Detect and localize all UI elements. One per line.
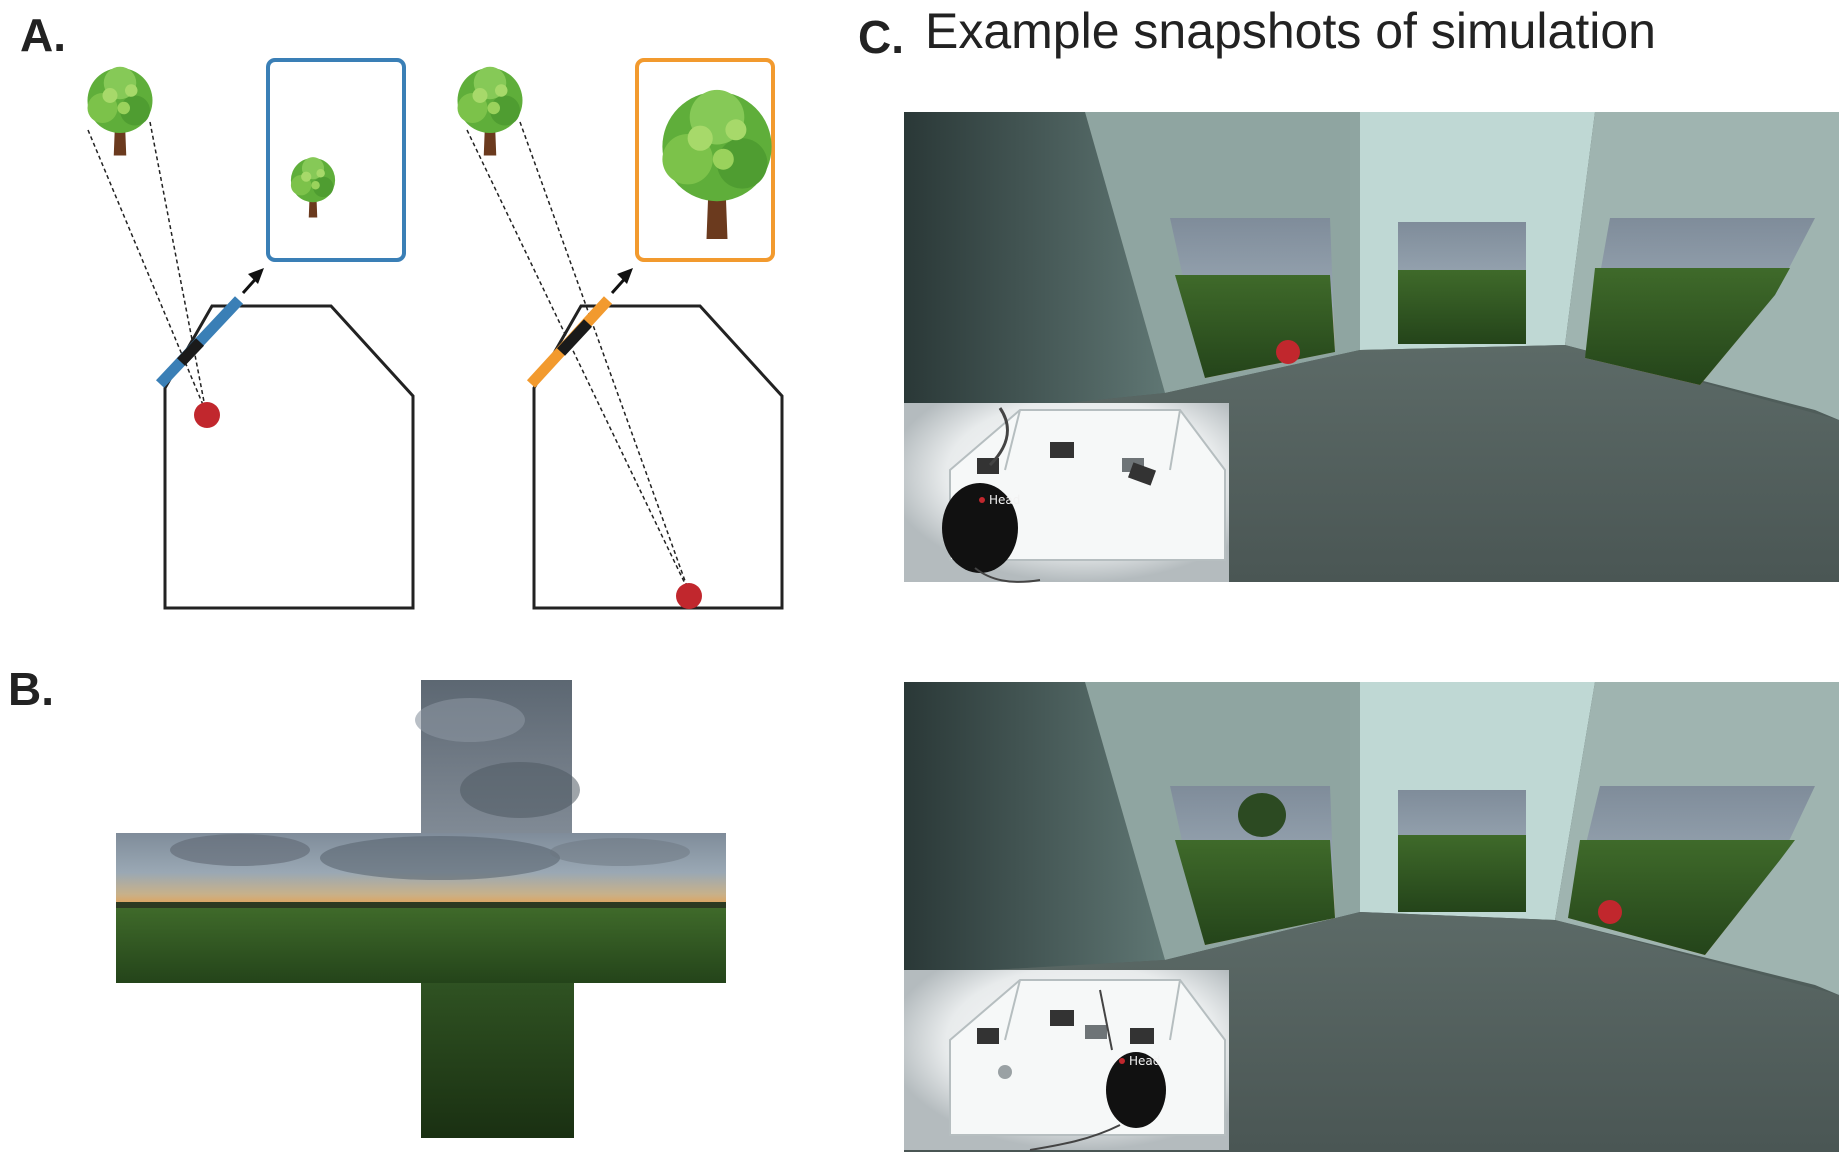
window-right [1568, 786, 1815, 955]
panel-b-label: B. [8, 663, 54, 715]
panel-c-title: Example snapshots of simulation [925, 3, 1656, 59]
position-marker [1276, 340, 1300, 364]
snapshot-2: Head [904, 682, 1839, 1152]
panel-a-diagram [87, 58, 784, 610]
panel-a-label: A. [20, 9, 66, 61]
tree-icon [457, 66, 523, 156]
position-marker [194, 402, 220, 428]
view-frame-near [266, 58, 406, 262]
window-center [1398, 790, 1526, 912]
panel-b-cubemap [116, 680, 726, 1138]
window-right [1585, 218, 1815, 385]
inset-tag-head: Head [1129, 1054, 1160, 1068]
position-marker [1598, 900, 1622, 924]
window-left [1170, 786, 1335, 945]
window-left [1170, 218, 1335, 378]
scenario-far-screen [457, 58, 784, 610]
window-center [1398, 222, 1526, 344]
inset-tag-head: Head [989, 493, 1020, 507]
panel-c-label: C. [858, 11, 904, 63]
scenario-near-screen [87, 58, 415, 610]
arrow-icon [241, 268, 264, 295]
camera-inset-2: Head [904, 970, 1229, 1151]
snapshot-1: Head [904, 112, 1839, 583]
tree-icon [87, 66, 153, 156]
arrow-icon [610, 268, 633, 295]
camera-inset-1: Head [904, 403, 1229, 583]
position-marker [676, 583, 702, 609]
